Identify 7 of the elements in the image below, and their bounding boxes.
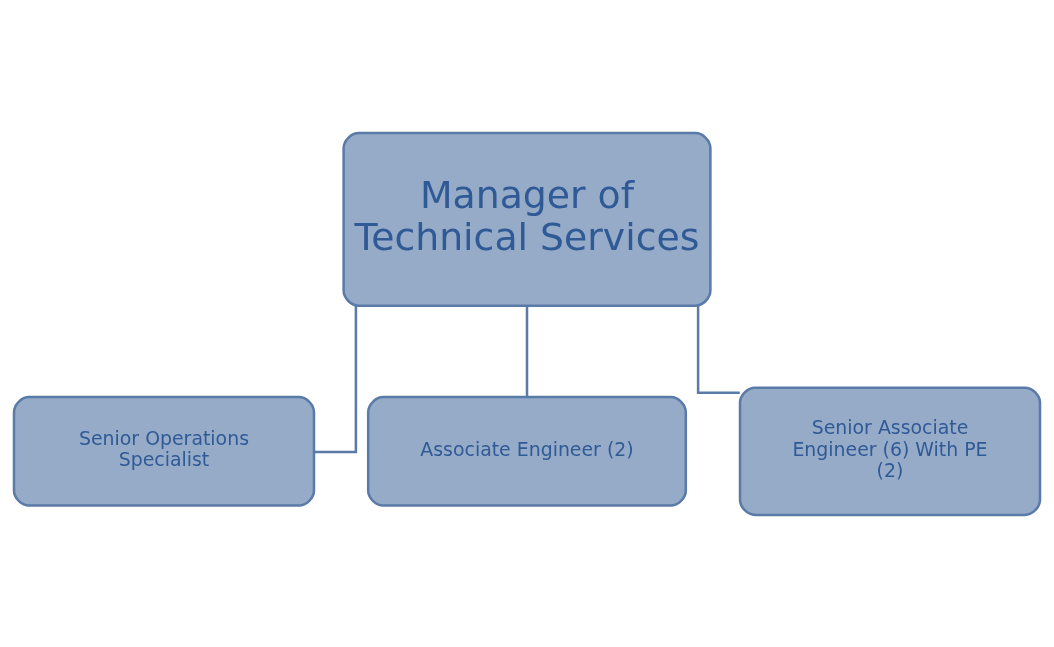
node-box: Manager of Technical Services xyxy=(342,131,712,307)
node-box: Senior Associate Engineer (6) With PE (2) xyxy=(738,385,1042,516)
connector xyxy=(696,305,740,394)
connector xyxy=(525,305,529,397)
node-box: Senior Operations Specialist xyxy=(12,395,316,507)
node-box: Associate Engineer (2) xyxy=(366,395,688,507)
connector xyxy=(314,305,358,453)
